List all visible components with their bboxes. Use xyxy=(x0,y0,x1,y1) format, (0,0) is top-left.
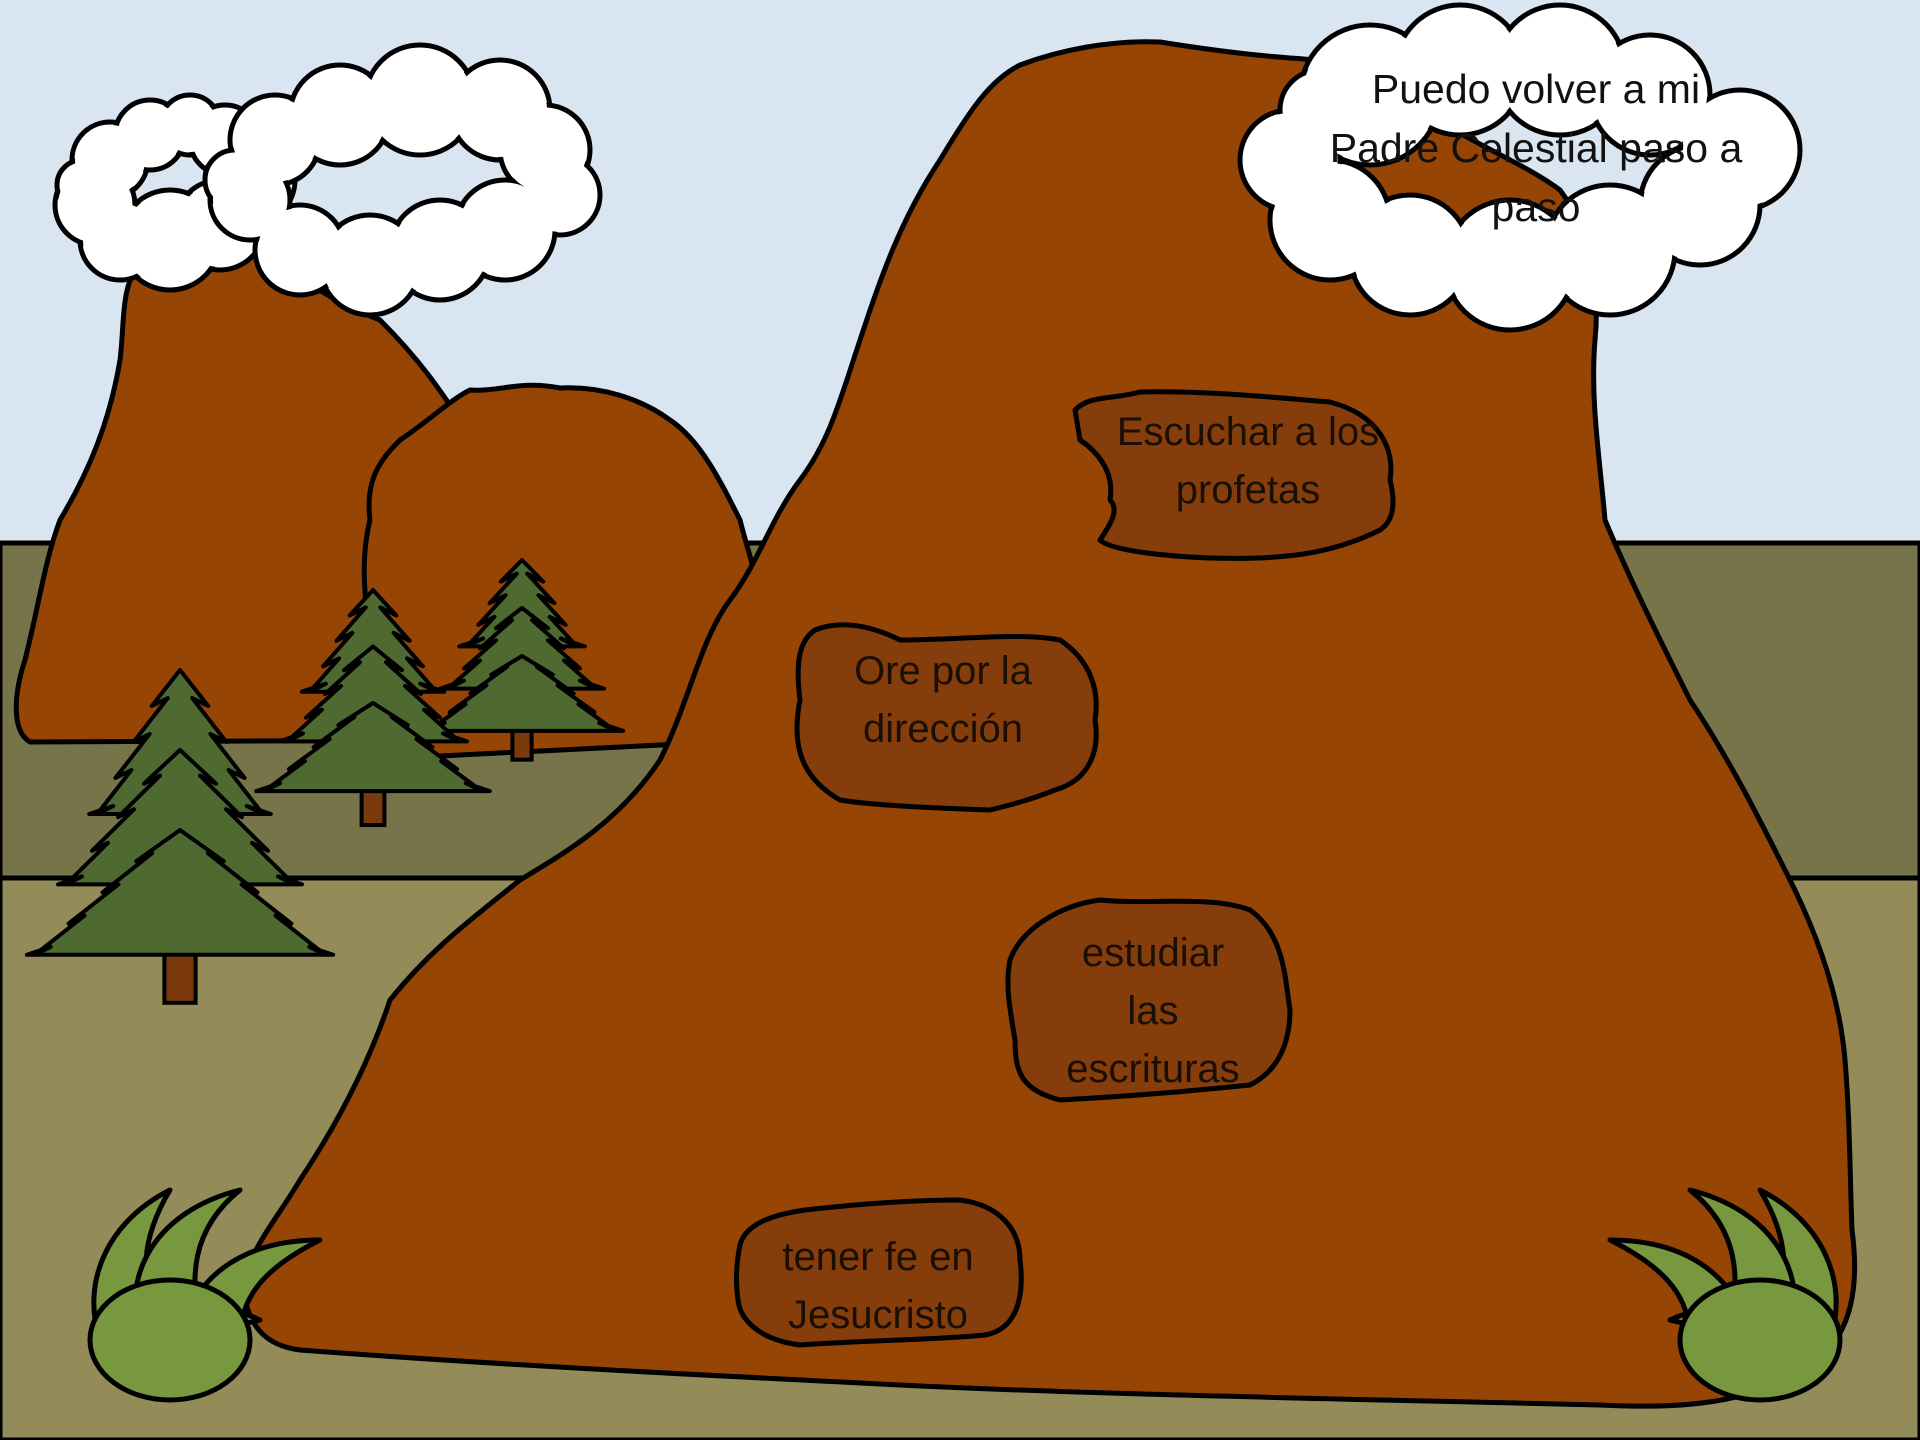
bush-body xyxy=(1677,1277,1843,1403)
step-stone: tener fe en Jesucristo xyxy=(734,1197,1024,1348)
bush-left xyxy=(87,1187,323,1403)
step-stone: estudiar las escrituras xyxy=(1005,897,1293,1103)
pine-tree-back xyxy=(418,558,626,762)
cloud-center xyxy=(202,42,603,318)
step-label-line: tener fe en xyxy=(782,1235,973,1279)
stone-shape xyxy=(1005,897,1293,1103)
tree-tier xyxy=(418,654,626,733)
goal-cloud xyxy=(1237,2,1803,333)
step-stone: Escuchar a los profetas xyxy=(1072,389,1396,561)
goal-text-line: paso xyxy=(1492,184,1581,230)
step-label-line: Jesucristo xyxy=(788,1293,968,1337)
step-label-line: dirección xyxy=(863,707,1023,751)
stone-shape xyxy=(794,622,1099,813)
pine-tree-front xyxy=(24,668,336,1005)
stone-shape xyxy=(734,1197,1024,1348)
pine-tree-middle xyxy=(254,588,492,828)
step-label-line: escrituras xyxy=(1066,1047,1239,1091)
tree-tier xyxy=(24,828,336,957)
step-label-line: las xyxy=(1127,989,1178,1033)
step-label-line: Ore por la xyxy=(854,649,1033,693)
goal-text-line: Padre Celestial paso a xyxy=(1330,125,1743,171)
step-label-line: profetas xyxy=(1176,468,1321,512)
goal-text-line: Puedo volver a mi xyxy=(1372,66,1700,112)
step-label-line: estudiar xyxy=(1082,931,1224,975)
step-label-line: Escuchar a los xyxy=(1117,410,1379,454)
tree-tier xyxy=(254,701,492,794)
bush-body xyxy=(87,1277,253,1403)
bush-right xyxy=(1607,1187,1843,1403)
stone-shape xyxy=(1072,389,1396,561)
step-stone: Ore por la dirección xyxy=(794,622,1099,813)
